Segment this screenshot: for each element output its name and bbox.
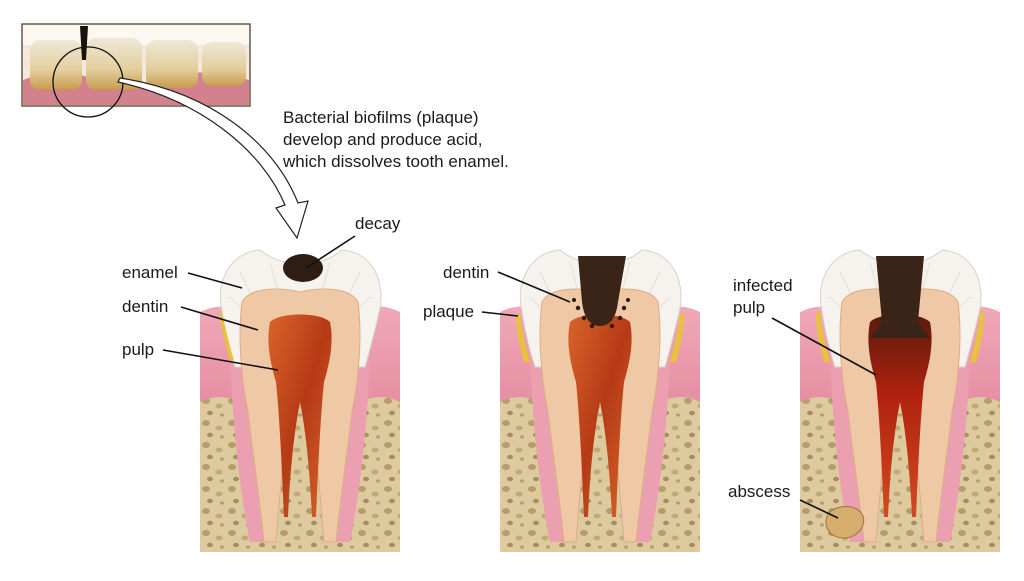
leader-abscess: [799, 499, 839, 519]
abscess-blob: [825, 506, 865, 539]
leader-dentin-2: [497, 271, 571, 303]
leader-enamel: [187, 272, 243, 289]
leader-infected-pulp: [771, 317, 877, 376]
caption-line-3: which dissolves tooth enamel.: [282, 152, 509, 171]
leader-pulp: [162, 349, 279, 371]
caption-line-1: Bacterial biofilms (plaque): [283, 108, 479, 127]
leader-plaque: [481, 311, 519, 317]
label-dentin-1: dentin: [122, 297, 168, 316]
label-pulp: pulp: [122, 340, 154, 359]
tooth-panel-3: [799, 249, 1001, 553]
leader-dentin-1: [180, 306, 259, 331]
pointer-arrow: [117, 77, 309, 240]
label-dentin-2: dentin: [443, 263, 489, 282]
label-enamel: enamel: [122, 263, 178, 282]
label-plaque: plaque: [423, 302, 474, 321]
tooth-panel-1: [199, 249, 401, 553]
decay-cavity-2: [578, 256, 626, 326]
photo-inset: [21, 23, 251, 118]
label-abscess: abscess: [728, 482, 790, 501]
decay-cavity-1: [283, 254, 323, 282]
label-infected-2: pulp: [733, 298, 765, 317]
label-decay: decay: [355, 214, 401, 233]
decay-cavity-3: [870, 256, 930, 338]
tooth-panel-2: [499, 249, 701, 553]
leader-decay: [305, 235, 356, 269]
caption-line-2: develop and produce acid,: [283, 130, 482, 149]
label-infected-1: infected: [733, 276, 793, 295]
